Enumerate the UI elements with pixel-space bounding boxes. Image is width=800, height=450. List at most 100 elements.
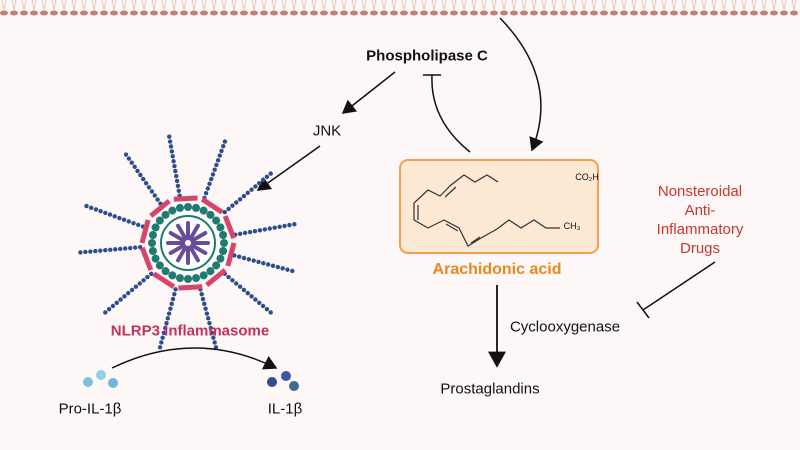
spoke-bead [103,210,108,216]
spoke-bead [260,177,266,183]
spoke-bead [146,185,152,190]
ring-bead [151,254,160,263]
nlrp3-inflammasome-graphic [78,134,297,350]
spoke-bead [159,340,164,345]
nsaid-label: Nonsteroidal Anti- Inflammatory Drugs [657,182,744,258]
spoke-bead [270,263,276,268]
co2h-label: CO₂H [575,172,599,182]
ring-bead [206,267,215,276]
inhibition-arachidonic-to-plc [423,74,471,153]
spoke-bead [267,226,272,231]
arachidonic-acid-label: Arachidonic acid [432,261,562,278]
il-1b-label: IL-1β [267,400,303,418]
pink-segment [152,271,176,289]
spoke-bead [176,188,181,194]
nsaid-line: Anti- [684,202,716,219]
spoke-bead [145,274,150,280]
il-1b-molecules [267,371,299,391]
spoke-bead [112,214,117,219]
spoke-bead [129,287,135,293]
spoke-bead [118,297,123,302]
spoke-bead [257,300,262,305]
phospholipase-c-label: Phospholipase C [366,47,488,65]
spoke-bead [174,178,180,184]
ch3-label: CH₃ [563,221,581,231]
spoke-bead [131,220,136,226]
spoke-bead [168,144,174,149]
spoke-bead [280,266,285,271]
ring-bead [219,247,228,256]
spoke-bead [292,222,297,227]
spoke-bead [241,287,247,293]
ring-bead [175,274,184,283]
spoke-bead [170,296,176,302]
spoke-bead [222,139,228,144]
spoke-bead [157,345,163,350]
arrow-plc-to-jnk [341,71,396,114]
spoke-bead [219,148,224,154]
spoke-bead [264,174,270,179]
spoke-bead [209,176,214,182]
spoke-bead [175,183,181,189]
nsaid-line: Nonsteroidal [657,183,743,200]
arrow-jnk-to-nlrp3 [256,145,321,191]
spoke-bead [173,173,179,179]
ring-bead [175,203,184,212]
spoke-bead [208,325,213,331]
spoke-bead [203,190,209,196]
spoke-bead [234,281,239,286]
spoke-bead [141,176,146,182]
spoke-bead [133,284,139,289]
spoke-bead [126,290,131,296]
spoke-bead [236,254,242,259]
ring-bead [168,206,177,215]
spoke-bead [78,250,83,255]
pink-segment [225,242,237,267]
pink-segment [178,284,203,291]
spoke-bead [103,310,108,315]
arrow-top-to-arachidonic [499,17,544,152]
spoke-bead [165,316,171,321]
spoke-bead [230,203,235,208]
ring-bead [206,210,215,219]
ring-bead [199,206,208,215]
spoke-bead [249,294,254,299]
spoke-bead [106,307,112,312]
spoke-bead [163,325,168,331]
nlrp3-label: NLRP3 Inflammasome [110,322,270,340]
spoke-bead [215,158,221,163]
ring-bead [161,267,170,276]
ring-bead [216,223,225,232]
spoke-bead [141,278,146,283]
spoke-bead [204,311,210,316]
ring-bead [184,275,192,283]
spoke-bead [160,335,165,340]
pink-segment [222,215,237,240]
spoke-bead [137,281,142,286]
spoke-bead [205,186,211,191]
spoke-bead [203,306,208,311]
spoke-bead [214,162,219,168]
ring-bead [216,254,225,263]
membrane-border [0,0,798,16]
spoke-bead [123,246,128,251]
cyclooxygenase-label: Cyclooxygenase [509,318,621,336]
spoke-bead [268,171,273,176]
spoke-bead [241,193,247,199]
spoke-bead [138,172,143,178]
spoke-bead [128,245,133,251]
spoke-bead [222,209,227,215]
pink-segment [139,246,154,271]
spoke-bead [118,246,123,252]
spoke-bead [173,168,178,174]
spoke-bead [167,139,173,144]
spoke-bead [103,248,108,253]
spoke-bead [251,258,256,263]
ring-bead [192,274,201,283]
spoke-bead [169,149,175,154]
spoke-bead [264,307,270,312]
spoke-bead [282,223,287,229]
spoke-bead [202,301,207,307]
spoke-bead [152,193,157,198]
ring-bead [168,271,177,280]
